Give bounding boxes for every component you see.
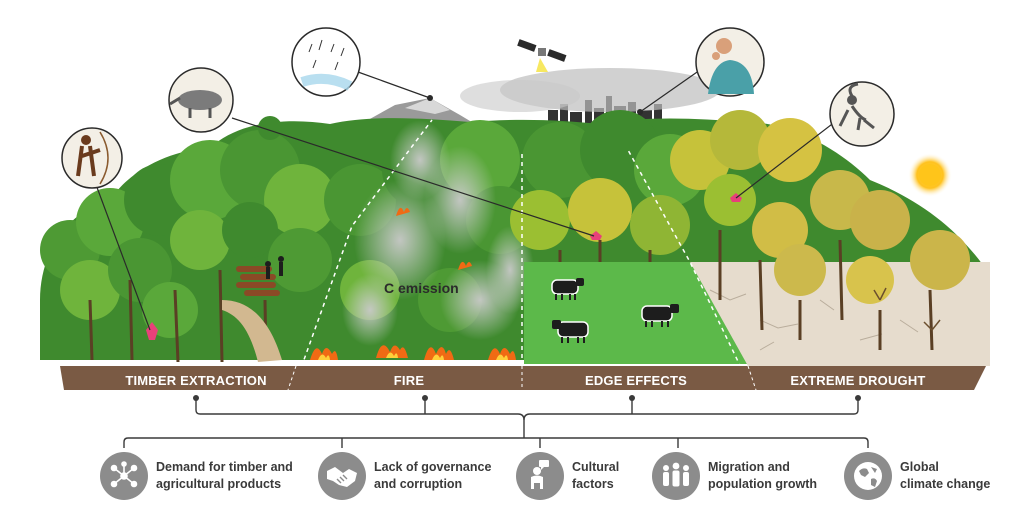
driver-line2: factors xyxy=(572,477,614,491)
driver-climate: Global climate change xyxy=(844,448,990,504)
band-label-fire: FIRE xyxy=(393,373,425,388)
driver-line1: Lack of governance xyxy=(374,460,492,474)
driver-line1: Migration and xyxy=(708,460,790,474)
smoke-plume xyxy=(342,120,534,346)
rain-callout xyxy=(291,27,361,97)
pasture xyxy=(524,262,748,364)
network-icon xyxy=(100,452,148,500)
driver-line1: Demand for timber and xyxy=(156,460,293,474)
driver-governance: Lack of governance and corruption xyxy=(318,448,491,504)
pollution-person-callout xyxy=(695,27,765,97)
handshake-icon xyxy=(318,452,366,500)
dry-ground xyxy=(690,262,990,366)
loggers xyxy=(265,256,284,279)
band-label-timber: TIMBER EXTRACTION xyxy=(125,373,267,388)
logging-path xyxy=(222,300,282,362)
c-emission-label: C emission xyxy=(384,280,459,296)
driver-timber-demand: Demand for timber and agricultural produc… xyxy=(100,448,293,504)
driver-line2: agricultural products xyxy=(156,477,282,491)
cattle xyxy=(551,278,679,343)
satellite-icon xyxy=(517,39,567,72)
globe-icon xyxy=(844,452,892,500)
fire-icon xyxy=(310,207,516,360)
monkey-callout xyxy=(829,81,895,147)
timber-forest xyxy=(40,116,336,363)
group-people-icon xyxy=(652,452,700,500)
band-label-edge: EDGE EFFECTS xyxy=(584,373,688,388)
hunter-callout xyxy=(61,127,123,189)
band-label-drought: EXTREME DROUGHT xyxy=(790,373,926,388)
drought-forest xyxy=(670,110,970,351)
anteater-callout xyxy=(168,67,234,133)
driver-line2: population growth xyxy=(708,477,818,491)
driver-line1: Cultural xyxy=(572,460,620,474)
driver-connector xyxy=(123,398,869,448)
driver-line1: Global xyxy=(900,460,939,474)
driver-line2: climate change xyxy=(900,477,991,491)
log-pile xyxy=(236,266,280,296)
driver-line2: and corruption xyxy=(374,477,463,491)
person-speech-icon xyxy=(516,452,564,500)
driver-cultural: Cultural factors xyxy=(516,448,619,504)
driver-migration: Migration and population growth xyxy=(652,448,817,504)
